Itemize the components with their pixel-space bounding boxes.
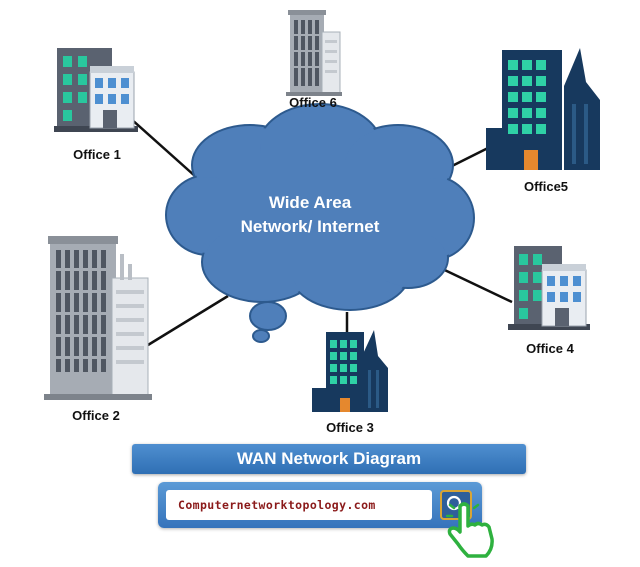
diagram-title-banner: WAN Network Diagram — [132, 444, 526, 474]
cloud-title-line1: Wide Area — [269, 193, 352, 212]
office6-building-icon — [286, 10, 342, 96]
link-office5 — [447, 146, 489, 170]
office4-label: Office 4 — [526, 341, 574, 356]
office3-building-icon — [312, 330, 388, 412]
cloud-title-line2: Network/ Internet — [241, 217, 380, 236]
office5-label: Office5 — [524, 179, 568, 194]
office1-label: Office 1 — [73, 147, 121, 162]
office1-building-icon — [54, 48, 138, 132]
link-office2 — [147, 294, 229, 347]
search-input[interactable]: Computernetworktopology.com — [166, 490, 432, 520]
hand-pointer-icon — [446, 502, 494, 558]
search-bar: Computernetworktopology.com — [158, 482, 482, 528]
office6-label: Office 6 — [289, 95, 337, 110]
office3-label: Office 3 — [326, 420, 374, 435]
office4-building-icon — [508, 246, 590, 330]
diagram-title: WAN Network Diagram — [236, 449, 422, 468]
office5-building-icon — [486, 48, 600, 170]
office2-building-icon — [44, 236, 152, 400]
wan-cloud: Wide Area Network/ Internet — [165, 103, 475, 343]
office2-label: Office 2 — [72, 408, 120, 423]
